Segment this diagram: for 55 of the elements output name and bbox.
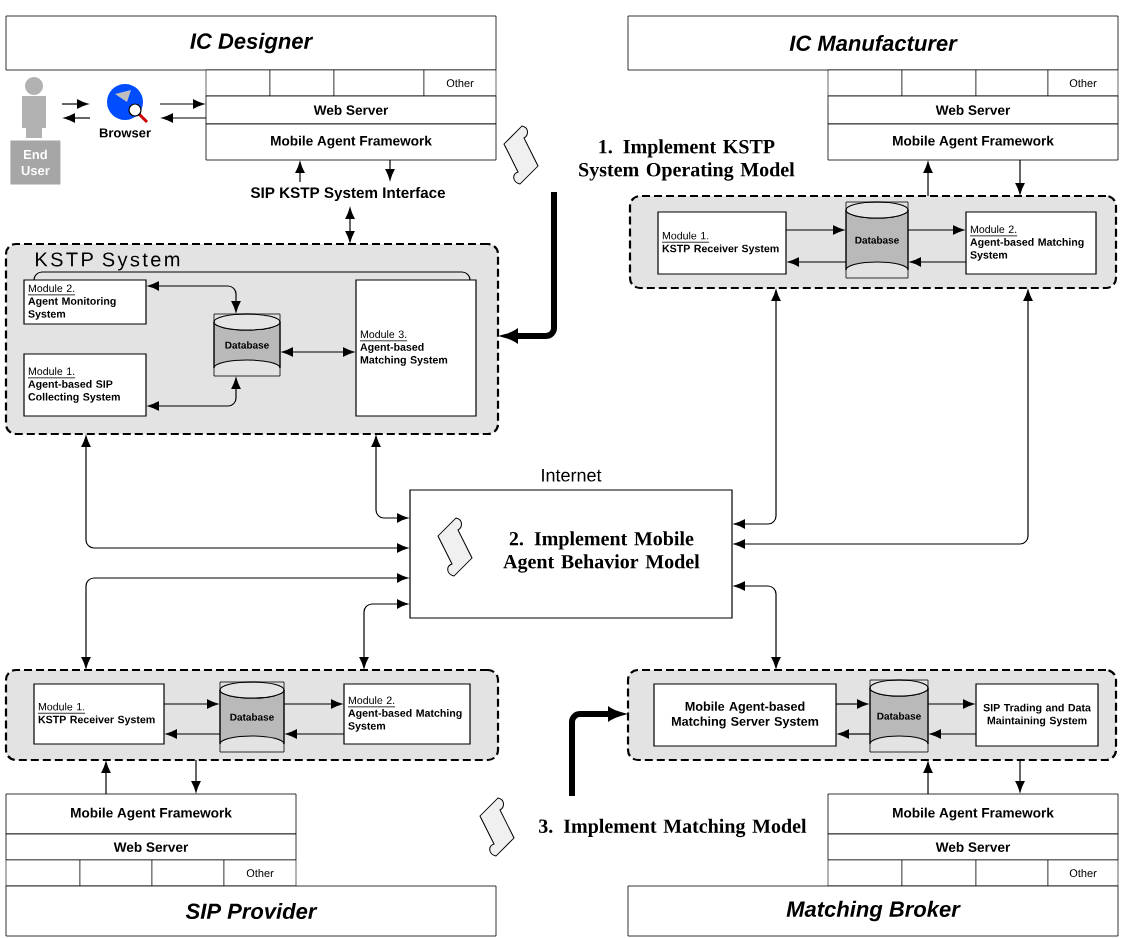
arrow: [295, 161, 305, 183]
arrow: [285, 729, 345, 739]
platform-cell: [975, 859, 1049, 887]
annotation-text: 1. Implement KSTP System Operating Model: [579, 139, 795, 181]
thick-arrow: [503, 192, 557, 343]
arrow: [345, 207, 355, 243]
arrow: [733, 581, 781, 669]
arrow: [835, 699, 869, 709]
arrow: [909, 257, 967, 267]
platform-cell: [269, 69, 335, 97]
internet-label: Internet: [542, 469, 602, 482]
arrow: [733, 289, 1033, 549]
arrow: [165, 729, 221, 739]
platform-cell: [205, 69, 271, 97]
arrow: [1015, 759, 1025, 793]
platform-cell: [151, 859, 225, 887]
platform-cell: [827, 859, 903, 887]
platform-cell: [333, 69, 425, 97]
arrow: [81, 435, 409, 553]
arrow: [837, 729, 871, 739]
arrow: [191, 759, 201, 793]
platform-cell: [975, 69, 1049, 97]
arrow: [787, 257, 847, 267]
arrow: [785, 225, 845, 235]
arrow: [385, 159, 395, 181]
arrow: [907, 225, 965, 235]
platform-cell: [901, 69, 977, 97]
annotation-text: 2. Implement Mobile Agent Behavior Model: [503, 531, 700, 573]
arrow: [281, 347, 355, 357]
arrow: [63, 113, 91, 123]
arrow: [283, 699, 343, 709]
arrow: [1015, 159, 1025, 195]
arrow: [359, 599, 409, 669]
platform-cell: [901, 859, 977, 887]
arrow: [147, 281, 241, 313]
group-heading: KSTP System: [36, 252, 180, 271]
arrow: [371, 435, 409, 523]
platform-cell: [5, 859, 81, 887]
arrow: [923, 161, 933, 197]
arrow: [923, 761, 933, 795]
arrow: [159, 99, 205, 109]
arrow: [81, 573, 409, 669]
arrow: [101, 761, 111, 795]
connector: [33, 271, 471, 281]
platform-cell: [827, 69, 903, 97]
arrow: [147, 377, 241, 411]
arrow: [927, 699, 975, 709]
arrow: [61, 99, 89, 109]
arrow: [163, 699, 219, 709]
arrow: [733, 289, 781, 529]
annotation-text: 3. Implement Matching Model: [539, 818, 807, 838]
arrow: [929, 729, 977, 739]
platform-cell: [79, 859, 153, 887]
arrow: [161, 113, 207, 123]
thick-arrow: [569, 707, 623, 796]
